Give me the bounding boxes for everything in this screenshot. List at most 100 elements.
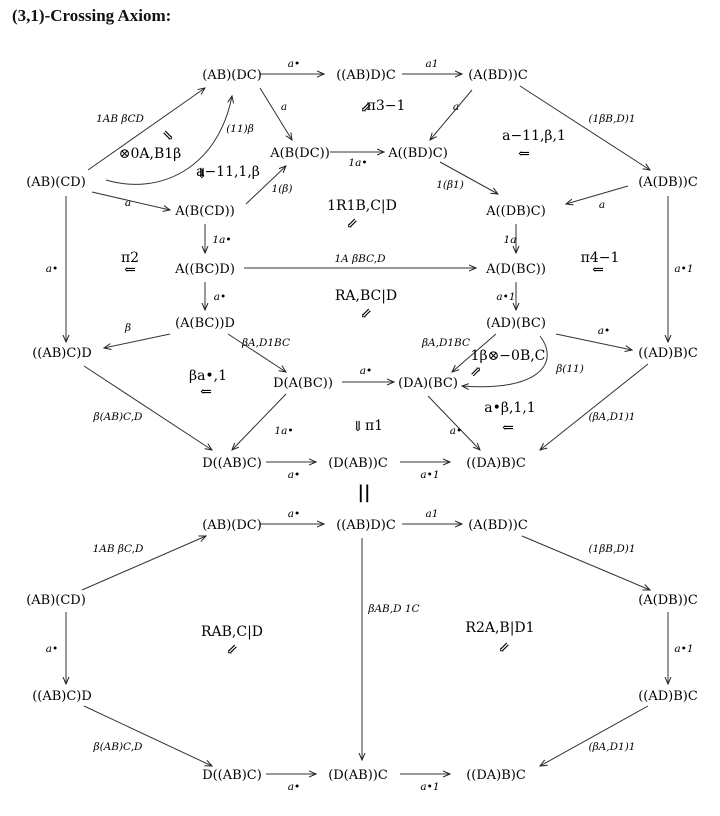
arrow-label: a•	[288, 781, 300, 793]
arrow-t26	[83, 365, 212, 450]
arrow-t8	[439, 161, 498, 194]
node: (DA)(BC)	[398, 376, 458, 391]
arrow-t9	[566, 185, 629, 204]
node: (D(AB))C	[328, 768, 388, 783]
double-arrow-icon: ⇐	[200, 384, 212, 400]
arrow-t11	[245, 166, 286, 205]
node: D((AB)C)	[202, 768, 262, 783]
node: (A(DB))C	[638, 175, 698, 190]
node: (A(DB))C	[638, 593, 698, 608]
two-cell-label: 1R1B,C|D	[327, 198, 397, 214]
node: ((AD)B)C	[638, 689, 698, 704]
arrow-label: 1AB βCD	[96, 113, 144, 125]
two-cell-label: π1	[365, 418, 383, 434]
arrow-label: a•	[46, 643, 58, 655]
node: ((AB)D)C	[336, 68, 396, 83]
double-arrow-icon: ⇐	[124, 262, 136, 278]
arrow-t25	[452, 333, 497, 372]
node: (AB)(DC)	[202, 68, 262, 83]
node: A((DB)C)	[485, 204, 546, 219]
arrow-label: 1A βBC,D	[335, 253, 387, 265]
node: ((AB)C)D	[32, 689, 92, 704]
two-cell-label: RA,BC|D	[335, 288, 397, 304]
arrow-b8	[83, 705, 212, 766]
node: (AB)(DC)	[202, 518, 262, 533]
two-cell-label: RAB,C|D	[201, 624, 263, 640]
arrow-t22	[555, 333, 632, 350]
arrow-label: β	[124, 322, 131, 334]
arrow-b9	[540, 705, 649, 766]
arrow-t21	[227, 333, 286, 372]
two-cell-label: π4−1	[581, 250, 620, 266]
arrow-t20	[104, 333, 171, 348]
arrow-label: a1	[426, 58, 439, 70]
node: ((DA)B)C	[466, 768, 526, 783]
arrow-label: a•1	[420, 469, 439, 481]
arrow-label: 1(β1)	[436, 179, 464, 191]
arrow-t3	[87, 88, 205, 171]
arrow-t6	[519, 85, 650, 170]
double-arrow-icon: ⇙	[498, 640, 510, 656]
arrow-label: a•	[46, 263, 58, 275]
arrow-label: β(AB)C,D	[93, 411, 144, 423]
arrow-label: a	[453, 101, 459, 113]
node: (A(BD))C	[468, 68, 528, 83]
arrow-t3b	[105, 96, 232, 185]
node: A(D(BC))	[485, 262, 546, 277]
node: (AD)(BC)	[486, 316, 546, 331]
node: ((AD)B)C	[638, 346, 698, 361]
arrow-label: a	[599, 199, 605, 211]
node: A((BC)D)	[174, 262, 235, 277]
arrow-label: (βA,D1)1	[589, 741, 636, 753]
arrow-label: 1AB βC,D	[93, 543, 144, 555]
node: ((DA)B)C	[466, 456, 526, 471]
double-arrow-icon: ⇗	[470, 364, 482, 380]
arrow-t28	[427, 395, 480, 450]
node: (AB)(CD)	[26, 593, 86, 608]
two-cell-label: 1β⊗−0B,C	[471, 348, 546, 364]
node: (D(AB))C	[328, 456, 388, 471]
arrow-label: 1a•	[274, 425, 293, 437]
arrow-label: 1a•	[212, 234, 231, 246]
double-arrow-icon: ⇓	[196, 166, 208, 182]
arrow-label: a•	[360, 365, 372, 377]
arrow-label: a•	[598, 325, 610, 337]
node: D(A(BC))	[273, 376, 333, 391]
arrow-label: β(AB)C,D	[93, 741, 144, 753]
two-cell-label: a−11,1,β	[196, 164, 260, 180]
node: D((AB)C)	[202, 456, 262, 471]
node: ((AB)C)D	[32, 346, 92, 361]
double-arrow-icon: ⇘	[162, 128, 174, 144]
node: (A(BD))C	[468, 518, 528, 533]
two-cell-label: βa•,1	[189, 368, 227, 384]
two-cell-label: ⊗0A,B1β	[119, 146, 182, 162]
arrow-label: βAB,D 1C	[367, 603, 419, 615]
arrow-t27	[232, 393, 287, 450]
arrow-label: a•	[288, 469, 300, 481]
arrow-label: a1	[426, 508, 439, 520]
arrow-label: 1(β)	[272, 183, 293, 195]
arrow-label: a•1	[496, 291, 515, 303]
node: (AB)(CD)	[26, 175, 86, 190]
two-cell-label: a−11,β,1	[502, 128, 566, 144]
arrow-label: a•	[214, 291, 226, 303]
double-arrow-icon: ⇐	[502, 420, 514, 436]
arrow-t5	[430, 89, 473, 140]
arrow-label: 1a	[504, 234, 517, 246]
double-arrow-icon: ⇙	[346, 216, 358, 232]
arrow-label: a•	[288, 58, 300, 70]
arrow-t4	[259, 87, 292, 140]
arrow-label: a•	[288, 508, 300, 520]
node: A((BD)C)	[387, 146, 448, 161]
double-arrow-icon: ⇙	[360, 306, 372, 322]
node: A(B(CD))	[174, 204, 235, 219]
double-arrow-icon: ⇙	[226, 642, 238, 658]
two-cell-label: R2A,B|D1	[465, 620, 534, 636]
arrow-label: a	[281, 101, 287, 113]
double-arrow-icon: ⇓	[352, 419, 364, 435]
node: A(B(DC))	[269, 146, 330, 161]
arrow-label: β(11)	[555, 363, 584, 375]
arrow-label: (1βB,D)1	[588, 113, 635, 125]
arrow-label: βA,D1BC	[241, 337, 290, 349]
